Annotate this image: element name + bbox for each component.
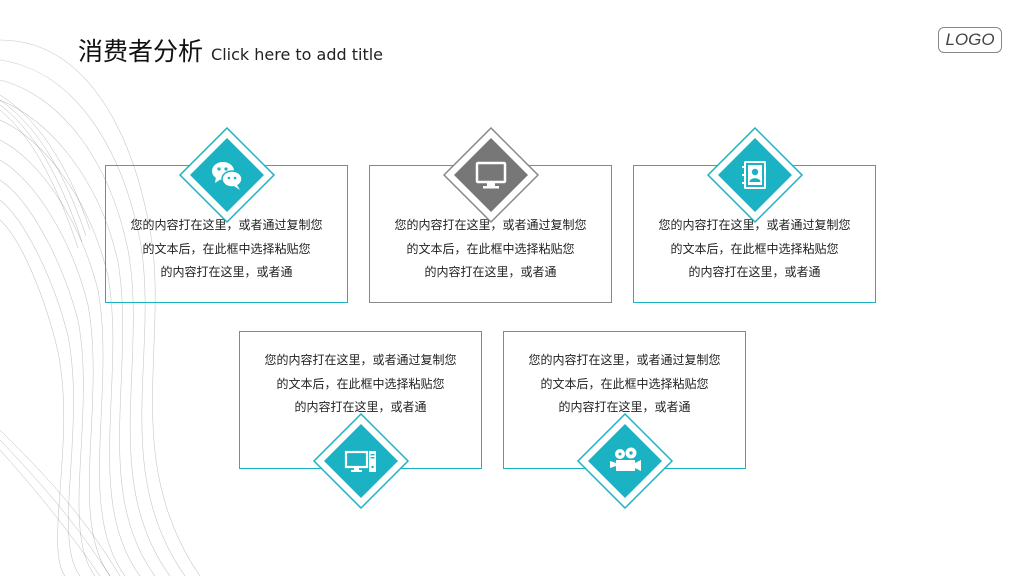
wechat-icon [208, 156, 246, 194]
logo: LOGO [938, 27, 1002, 53]
diamond-badge-2 [442, 126, 540, 224]
card-text[interactable]: 您的内容打在这里，或者通过复制您的文本后，在此框中选择粘贴您的内容打在这里，或者… [658, 218, 851, 279]
desktop-computer-icon [342, 442, 380, 480]
info-card-5: 您的内容打在这里，或者通过复制您的文本后，在此框中选择粘贴您的内容打在这里，或者… [503, 331, 746, 469]
info-card-1: 您的内容打在这里，或者通过复制您的文本后，在此框中选择粘贴您的内容打在这里，或者… [105, 165, 348, 303]
title-english[interactable]: Click here to add title [211, 45, 383, 64]
card-text[interactable]: 您的内容打在这里，或者通过复制您的文本后，在此框中选择粘贴您的内容打在这里，或者… [264, 353, 457, 414]
contacts-book-icon [736, 156, 774, 194]
diamond-badge-3 [706, 126, 804, 224]
diamond-badge-4 [312, 412, 410, 510]
card-text[interactable]: 您的内容打在这里，或者通过复制您的文本后，在此框中选择粘贴您的内容打在这里，或者… [130, 218, 323, 279]
monitor-icon [472, 156, 510, 194]
card-text[interactable]: 您的内容打在这里，或者通过复制您的文本后，在此框中选择粘贴您的内容打在这里，或者… [528, 353, 721, 414]
info-card-3: 您的内容打在这里，或者通过复制您的文本后，在此框中选择粘贴您的内容打在这里，或者… [633, 165, 876, 303]
card-text[interactable]: 您的内容打在这里，或者通过复制您的文本后，在此框中选择粘贴您的内容打在这里，或者… [394, 218, 587, 279]
diamond-badge-5 [576, 412, 674, 510]
info-card-4: 您的内容打在这里，或者通过复制您的文本后，在此框中选择粘贴您的内容打在这里，或者… [239, 331, 482, 469]
info-card-2: 您的内容打在这里，或者通过复制您的文本后，在此框中选择粘贴您的内容打在这里，或者… [369, 165, 612, 303]
diamond-badge-1 [178, 126, 276, 224]
title-chinese: 消费者分析 [78, 37, 204, 66]
page-title: 消费者分析 Click here to add title [78, 32, 383, 72]
film-camera-icon [606, 442, 644, 480]
